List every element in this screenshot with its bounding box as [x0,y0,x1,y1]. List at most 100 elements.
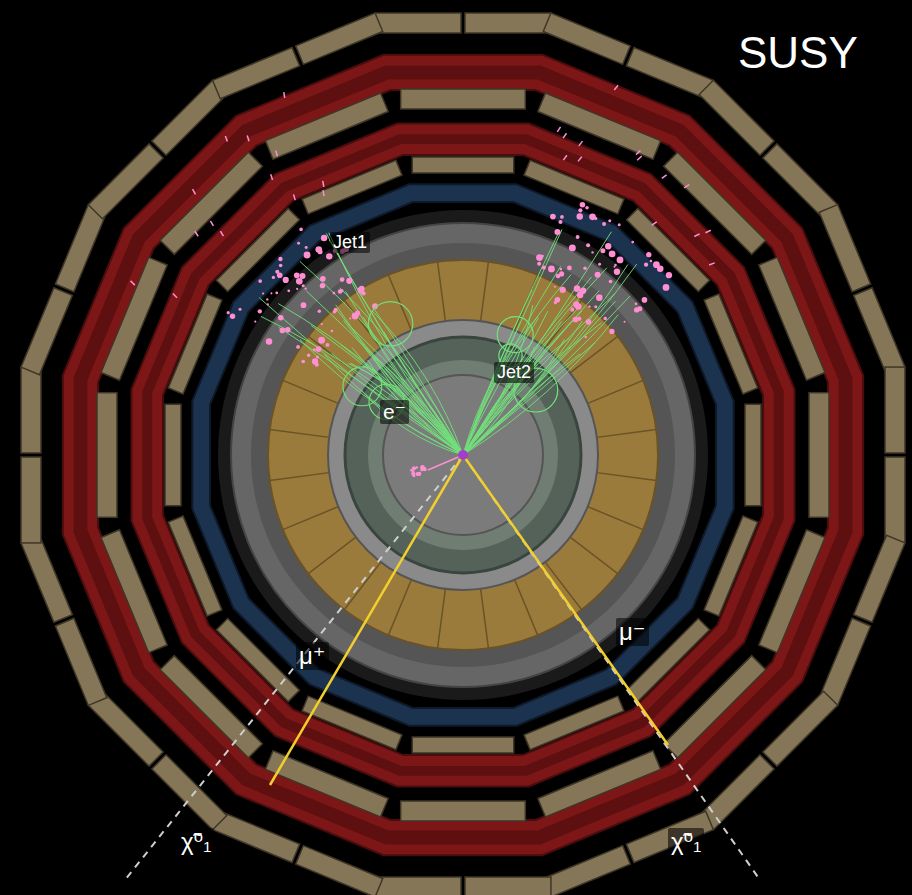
energy-deposit [558,220,562,224]
energy-deposit [594,305,597,308]
muon-chamber [375,13,461,33]
energy-deposit [589,214,596,221]
drawing-part [401,801,526,821]
energy-deposit [321,235,327,241]
energy-deposit [588,305,590,307]
muon-track [463,455,668,745]
jet-track [463,232,611,455]
muon-chamber [885,457,905,543]
energy-deposit [624,321,626,323]
jet-track [346,291,463,455]
energy-deposit [247,136,249,142]
energy-deposit [585,206,589,210]
calorimeter-cell-line [283,507,338,530]
energy-deposit [254,320,256,322]
calorimeter-cell-line [481,262,489,321]
jet-track [463,318,539,455]
toroid-stripe [142,134,783,775]
muon-chamber [854,535,905,622]
muon-chamber [296,13,383,64]
energy-deposit [541,255,543,257]
energy-deposit [569,244,576,251]
energy-deposit [666,272,672,278]
jet-track [463,294,615,455]
energy-deposit [662,175,667,179]
looping-track [368,302,412,346]
jet-track [278,304,463,455]
energy-deposit [580,202,586,208]
drawing-part [375,13,551,33]
energy-deposit [609,280,613,284]
energy-deposit [323,181,324,187]
energy-deposit [334,308,338,312]
energy-deposit [320,276,326,282]
energy-deposit [321,323,323,325]
energy-deposit [554,286,556,288]
energy-deposit [644,263,648,267]
muon-chamber [21,535,72,622]
energy-deposit [579,141,583,146]
jet-track [279,327,463,455]
calorimeter-cell-line [588,507,643,530]
energy-deposit [352,313,359,320]
muon-chamber [401,801,526,821]
energy-deposit [296,278,303,285]
energy-deposit [694,234,699,237]
jet-track [363,317,463,455]
muon-chamber [412,157,514,173]
energy-deposit [550,214,556,220]
muon-chamber [97,393,117,518]
energy-deposit [326,343,330,347]
energy-deposit [266,338,272,344]
energy-deposit [313,348,316,351]
energy-deposit [301,360,305,364]
energy-deposit [556,274,561,279]
calorimeter-cell-line [438,262,446,321]
particle-label: μ⁻ [616,618,649,646]
energy-deposit [577,213,583,219]
calorimeter-cell-line [597,430,656,438]
jet-track [332,353,463,455]
energy-deposit [591,251,593,253]
muon-chamber [213,47,300,98]
muon-track [270,455,463,785]
energy-deposit [287,289,290,292]
jet-track [463,268,607,455]
jet-track [463,338,569,455]
energy-deposit [275,270,279,274]
energy-deposit [567,266,572,271]
energy-deposit [318,249,323,254]
energy-deposit [642,297,648,303]
energy-deposit [560,268,563,271]
energy-deposit [316,346,322,352]
energy-deposit [230,314,235,319]
energy-deposit [270,292,272,294]
muon-chamber [745,404,761,506]
electron-deposit [411,472,415,476]
jet-track [463,296,630,455]
energy-deposit [210,221,213,226]
energy-deposit [258,279,262,283]
drawing-part [809,393,829,518]
calorimeter-cell-line [597,473,656,481]
energy-deposit [614,269,620,275]
muon-chamber [819,618,870,705]
energy-deposit [278,257,282,261]
energy-deposit [318,309,321,312]
energy-deposit [602,222,606,226]
jet-track [329,233,463,455]
calorimeter-cell-line [588,380,643,403]
muon-chamber [165,404,181,506]
energy-deposit [636,151,640,155]
muon-chamber [465,13,551,33]
drawing-part [745,404,761,506]
energy-deposit [646,252,651,257]
energy-deposit [276,151,278,157]
calorimeter-cell-line [438,589,446,648]
toroid-band [63,55,863,855]
muon-chamber [213,811,300,862]
gap [218,210,708,700]
energy-deposit [318,337,325,344]
energy-deposit [283,92,285,98]
hadron-calorimeter [251,243,675,667]
